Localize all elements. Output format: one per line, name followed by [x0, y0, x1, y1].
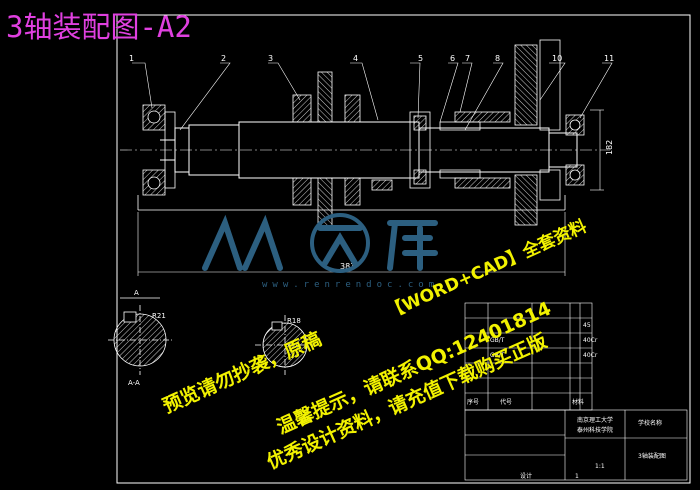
callout-leaders	[132, 62, 613, 131]
right-bearing	[565, 114, 585, 186]
length-dimension	[137, 212, 566, 276]
callout-5: 5	[418, 54, 423, 63]
title-block	[464, 409, 688, 481]
title-block-sheet: 1	[575, 473, 579, 480]
title-block-company: 学校名称	[638, 419, 662, 427]
housing-outline	[137, 195, 566, 211]
watermark-logo	[202, 213, 438, 273]
title-block-school: 南京理工大学	[577, 416, 613, 424]
parts-table	[464, 302, 593, 411]
watermark-url: www.renrendoc.com	[262, 280, 440, 290]
title-block-text: 南京理工大学 泰州科技学院 学校名称 3轴装配图 1:1 1 设计	[520, 416, 666, 480]
title-block-designer: 设计	[520, 472, 532, 480]
section-view-right	[255, 315, 315, 375]
parts-row-material: 40Cr	[583, 337, 598, 344]
parts-header-code: 代号	[500, 398, 512, 406]
parts-row-material: 45	[583, 322, 591, 329]
section-marker-a: A	[134, 289, 139, 297]
housing-part-10	[514, 39, 561, 226]
key-part-8	[439, 111, 511, 189]
section-label-aa: A-A	[128, 379, 140, 387]
callout-1: 1	[129, 54, 134, 63]
parts-row-code: GB/T	[490, 337, 505, 344]
parts-header-material: 材料	[572, 398, 584, 406]
parts-row-code: GB/T	[490, 352, 505, 359]
callout-7: 7	[465, 54, 470, 63]
parts-header-no: 序号	[467, 398, 479, 406]
callout-2: 2	[221, 54, 226, 63]
title-block-scale: 1:1	[595, 463, 605, 470]
section-radius-right: R18	[287, 317, 301, 325]
parts-row-material: 40Cr	[583, 352, 598, 359]
sleeve-part-5	[371, 111, 431, 191]
height-dimension	[590, 109, 604, 191]
left-bearing	[142, 104, 176, 196]
page-title: 3轴装配图-A2	[6, 10, 192, 44]
callout-labels: 1 2 3 4 5 6 7 8 10 11	[129, 54, 614, 63]
callout-10: 10	[552, 54, 562, 63]
callout-11: 11	[604, 54, 614, 63]
title-block-drawing-name: 3轴装配图	[638, 452, 666, 460]
length-dimension-text: 381	[340, 262, 355, 271]
parts-table-text: 序号 代号 材料 45 40Cr 40Cr GB/T GB/T	[467, 322, 598, 406]
section-radius-left: R21	[152, 312, 166, 320]
title-block-school2: 泰州科技学院	[577, 426, 613, 434]
section-view-left	[108, 297, 172, 375]
callout-4: 4	[353, 54, 358, 63]
callout-8: 8	[495, 54, 500, 63]
callout-3: 3	[268, 54, 273, 63]
callout-6: 6	[450, 54, 455, 63]
height-dimension-text: 182	[605, 140, 614, 155]
drawing-frame	[116, 14, 691, 484]
